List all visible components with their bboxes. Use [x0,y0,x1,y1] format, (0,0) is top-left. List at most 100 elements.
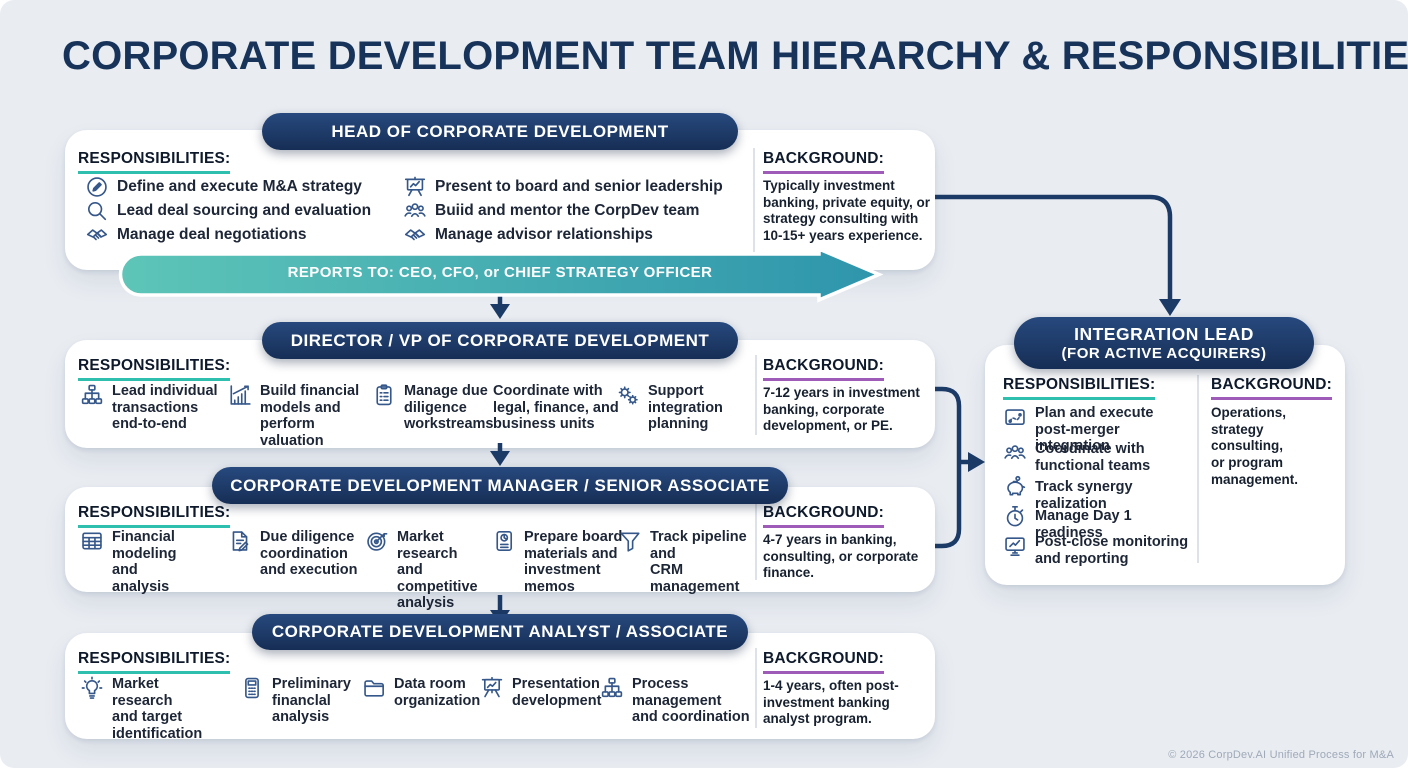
easel-icon [480,676,504,700]
item-label: Post-close monitoring and reporting [1035,534,1189,567]
item-label: Market research and competitive analysis [397,529,478,612]
arrowhead-1 [490,304,510,319]
item-label: Present to board and senior leadership [435,178,723,195]
background-label: BACKGROUND: [763,150,885,174]
item-label: Lead deal sourcing and evaluation [117,202,372,219]
item-label: Track synergy realization [1035,479,1133,512]
background-label: BACKGROUND: [763,650,885,674]
arrowhead-into-integration-pill [1159,299,1181,316]
monitor-chart-icon [1003,534,1027,558]
list-item: Track synergy realization [1003,475,1198,512]
arrowhead-2 [490,451,510,466]
connector-bracket-to-integration [935,386,969,549]
stopwatch-icon [1003,504,1027,528]
flow-icon [600,676,624,700]
integration-title-line2: (FOR ACTIVE ACQUIRERS) [1061,344,1267,362]
list-item: Preliminary financlal analysis [240,676,351,726]
item-label: Build financial models and perform valua… [260,383,360,449]
spreadsheet-icon [80,529,104,553]
list-item: Presentation development [480,676,605,709]
background-text: Typically investment banking, private eq… [763,178,931,244]
list-item: Define and execute M&A strategy [85,175,362,199]
item-label: Data room organization [394,676,481,709]
list-item: Coordinate with functional teams [1003,441,1193,474]
item-label: Financial modeling and analysis [112,529,177,595]
list-item: Buiid and mentor the CorpDev team [403,199,699,223]
list-item: Data room organization [362,676,482,709]
list-item: Market research and target identificatio… [80,676,215,742]
reports-to-label: REPORTS TO: CEO, CFO, or CHIEF STRATEGY … [287,264,713,281]
card-integration-lead: RESPONSIBILITIES: Plan and execute post-… [985,345,1345,585]
page-title: CORPORATE DEVELOPMENT TEAM HIERARCHY & R… [62,34,1408,78]
item-label: Process management and coordination [632,676,750,726]
item-label: Lead individual transactions end-to-end [112,383,218,433]
team-icon [403,199,427,223]
gears-icon [616,383,640,407]
item-label: Track pipeline and CRM management [650,529,747,595]
list-item: Lead deal sourcing and evaluation [85,199,371,223]
presentation-chart-icon [403,175,427,199]
item-label: Support integration planning [648,383,723,433]
responsibilities-label: RESPONSIBILITIES: [78,357,231,381]
list-item: Post-close monitoring and reporting [1003,534,1193,567]
report-doc-icon [492,529,516,553]
responsibilities-label: RESPONSIBILITIES: [78,504,231,528]
list-item: Process management and coordination [600,676,765,726]
list-item: Manage Day 1 readiness [1003,504,1198,541]
document-pen-icon [228,529,252,553]
magnifier-icon [85,199,109,223]
list-item: Plan and execute post-merger integration [1003,405,1193,455]
responsibilities-label: RESPONSIBILITIES: [1003,376,1156,400]
card-manager-senior-associate: RESPONSIBILITIES: Financial modeling and… [65,487,935,611]
list-item: Manage advisor relationships [403,223,653,247]
list-item: Coordinate with legal, finance, and busi… [493,383,625,433]
item-label: Manage advisor relationships [435,226,653,243]
item-label: Coordinate with legal, finance, and busi… [493,383,619,433]
background-text: Operations, strategy consulting, or prog… [1211,405,1299,487]
folder-icon [362,676,386,700]
item-label: Prepare board materials and investment m… [524,529,623,595]
footer-copyright: © 2026 CorpDev.AI Unified Process for M&… [1168,749,1394,761]
pill-head-of-corpdev: HEAD OF CORPORATE DEVELOPMENT [262,113,738,150]
card-head-of-corpdev: RESPONSIBILITIES: Define and execute M&A… [65,130,935,270]
item-label: Market research and target identificatio… [112,676,203,742]
arrowhead-into-integration-card [968,452,985,472]
divider [755,355,757,435]
connector-head-to-integration [935,194,1173,300]
background-label: BACKGROUND: [763,504,885,528]
pill-analyst-associate: CORPORATE DEVELOPMENT ANALYST / ASSOCIAT… [252,614,748,650]
pen-circle-icon [85,175,109,199]
team-icon [1003,441,1027,465]
handshake-icon [403,223,427,247]
item-label: Manage Day 1 readiness [1035,508,1132,541]
item-label: Manage deal negotiations [117,226,307,243]
pill-integration-lead: INTEGRATION LEAD (FOR ACTIVE ACQUIRERS) [1014,317,1314,369]
responsibilities-label: RESPONSIBILITIES: [78,150,231,174]
org-chart-icon [80,383,104,407]
list-item: Manage deal negotiations [85,223,306,247]
background-label: BACKGROUND: [763,357,885,381]
list-item: Prepare board materials and investment m… [492,529,642,595]
responsibilities-label: RESPONSIBILITIES: [78,650,231,674]
card-analyst-associate: RESPONSIBILITIES: Market research and ta… [65,633,935,742]
item-label: Buiid and mentor the CorpDev team [435,202,700,219]
list-item: Financial modeling and analysis [80,529,205,595]
calculator-icon [240,676,264,700]
item-label: Manage due diligence workstreams [404,383,494,433]
lightbulb-icon [80,676,104,700]
item-label: Define and execute M&A strategy [117,178,362,195]
item-label: Preliminary financlal analysis [272,676,351,726]
divider [753,148,755,252]
integration-title-line1: INTEGRATION LEAD [1074,323,1254,344]
item-label: Plan and execute post-merger integration [1035,405,1154,455]
background-text: 4-7 years in banking, consulting, or cor… [763,532,919,581]
list-item: Present to board and senior leadership [403,175,723,199]
background-text: 1-4 years, often post- investment bankin… [763,678,899,727]
divider [755,648,757,728]
item-label: Coordinate with functional teams [1035,441,1151,474]
list-item: Lead individual transactions end-to-end [80,383,220,433]
background-label: BACKGROUND: [1211,376,1333,400]
funnel-icon [618,529,642,553]
pill-manager-senior-associate: CORPORATE DEVELOPMENT MANAGER / SENIOR A… [212,467,788,504]
